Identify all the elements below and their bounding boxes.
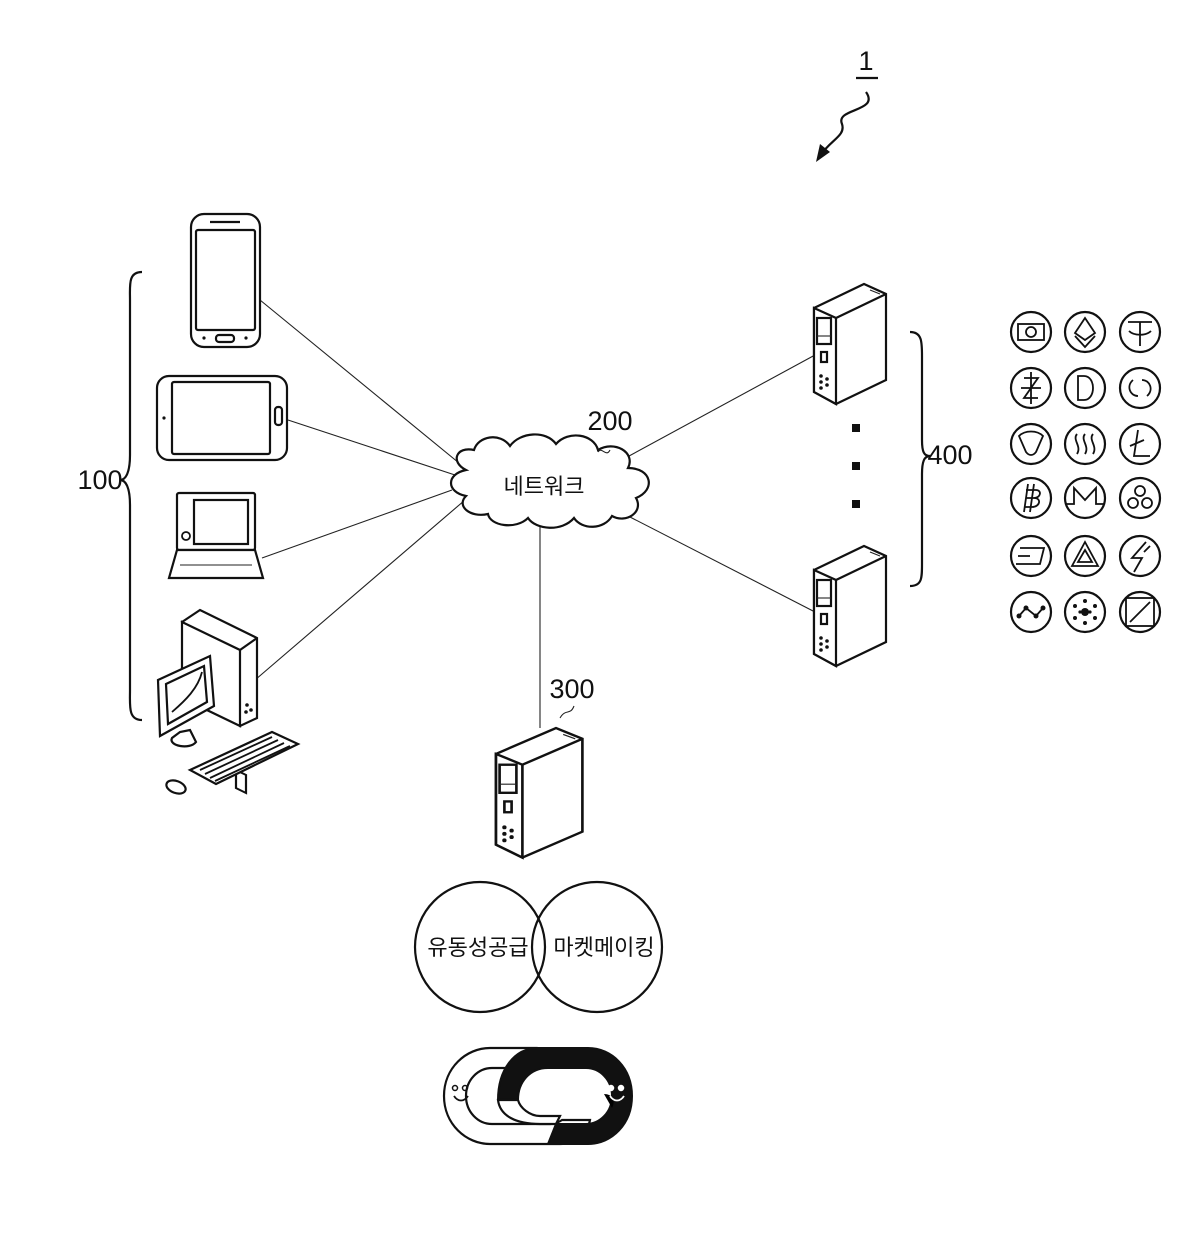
- laptop-icon: [169, 493, 263, 578]
- bitcoin-coin-icon: [1011, 478, 1051, 518]
- chain-nodes-coin-icon: [1011, 592, 1051, 632]
- monero-coin-icon: [1065, 478, 1105, 518]
- nem-coin-icon: [1011, 424, 1051, 464]
- exchanges-bracket: 400: [910, 332, 973, 586]
- ellipsis-dots: [852, 424, 860, 508]
- smartphone-icon: [191, 214, 260, 347]
- exchanges-ref-label: 400: [927, 440, 972, 470]
- tron-coin-icon: [1065, 536, 1105, 576]
- user-terminals-bracket: 100: [77, 272, 142, 720]
- bolt-coin-icon: [1120, 536, 1160, 576]
- network-ref-label: 200: [587, 406, 632, 436]
- dogecoin-coin-icon: [1065, 368, 1105, 408]
- ripple-coin-icon: [1120, 478, 1160, 518]
- user-terminals-ref-label: 100: [77, 465, 122, 495]
- server-icon: [496, 728, 582, 858]
- exchange-server-top: [814, 284, 886, 404]
- network-label: 네트워크: [504, 474, 585, 499]
- venn-left-label: 유동성공급: [427, 935, 528, 960]
- steem-coin-icon: [1065, 424, 1105, 464]
- refresh-coin-icon: [1120, 368, 1160, 408]
- zcash-coin-icon: [1011, 368, 1051, 408]
- venn-diagram: 유동성공급 마켓메이킹: [415, 882, 662, 1012]
- tablet-icon: [157, 376, 287, 460]
- zeta-coin-icon: [1120, 592, 1160, 632]
- venn-right-label: 마켓메이킹: [553, 935, 654, 960]
- chain-link-logo: [444, 1048, 632, 1144]
- cardano-coin-icon: [1065, 592, 1105, 632]
- exchange-server-bottom: [814, 546, 886, 666]
- mouse-icon: [165, 778, 188, 796]
- dash-coin-icon: [1011, 536, 1051, 576]
- network-cloud: 네트워크 200: [451, 406, 649, 528]
- litecoin-coin-icon: [1120, 424, 1160, 464]
- ethereum-coin-icon: [1065, 312, 1105, 352]
- tether-coin-icon: [1120, 312, 1160, 352]
- dollar-bill-coin-icon: [1011, 312, 1051, 352]
- system-reference: 1: [816, 46, 878, 162]
- system-ref-label: 1: [858, 46, 873, 76]
- server-ref-label: 300: [549, 674, 594, 704]
- coin-grid: [1011, 312, 1160, 632]
